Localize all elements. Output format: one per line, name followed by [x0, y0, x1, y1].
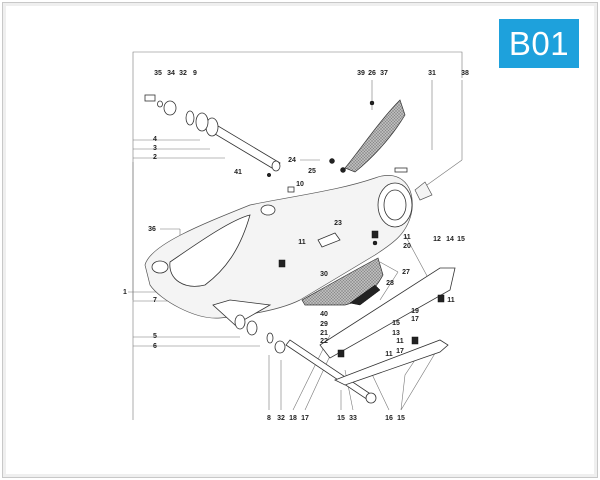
lower-axle-assembly: [234, 314, 377, 404]
callout-5: 5: [153, 333, 157, 340]
callout-2: 2: [153, 154, 157, 161]
callout-27: 27: [402, 269, 410, 276]
callout-17: 17: [411, 316, 419, 323]
callout-1: 1: [123, 289, 127, 296]
pivot-shaft-assembly: [144, 94, 281, 172]
callout-26: 26: [368, 70, 376, 77]
callout-21: 21: [320, 330, 328, 337]
callout-28: 28: [386, 280, 394, 287]
callout-11: 11: [385, 351, 393, 358]
callout-29: 29: [320, 321, 328, 328]
callout-17: 17: [301, 415, 309, 422]
callout-13: 13: [392, 330, 400, 337]
callout-15: 15: [457, 236, 465, 243]
callout-33: 33: [349, 415, 357, 422]
swingarm-body: [144, 175, 413, 326]
callout-4: 4: [153, 136, 157, 143]
callout-11: 11: [396, 338, 404, 345]
callout-10: 10: [296, 181, 304, 188]
callout-24: 24: [288, 157, 296, 164]
assembly-outline-lines: [128, 51, 463, 420]
callout-38: 38: [461, 70, 469, 77]
callout-19: 19: [411, 308, 419, 315]
callout-11: 11: [298, 239, 306, 246]
callout-30: 30: [320, 271, 328, 278]
callout-14: 14: [446, 236, 454, 243]
callout-11: 11: [447, 297, 455, 304]
callout-12: 12: [433, 236, 441, 243]
callout-3: 3: [153, 145, 157, 152]
chain-guard: [301, 99, 456, 386]
callout-20: 20: [403, 243, 411, 250]
callout-7: 7: [153, 297, 157, 304]
callout-11: 11: [403, 234, 411, 241]
callout-32: 32: [277, 415, 285, 422]
section-badge: B01: [499, 19, 579, 68]
callout-41: 41: [234, 169, 242, 176]
callout-15: 15: [397, 415, 405, 422]
callout-8: 8: [267, 415, 271, 422]
fasteners: [266, 100, 445, 358]
callout-25: 25: [308, 168, 316, 175]
callout-32: 32: [179, 70, 187, 77]
callout-36: 36: [148, 226, 156, 233]
callout-17: 17: [396, 348, 404, 355]
callout-31: 31: [428, 70, 436, 77]
callout-40: 40: [320, 311, 328, 318]
callout-39: 39: [357, 70, 365, 77]
callout-35: 35: [154, 70, 162, 77]
callout-37: 37: [380, 70, 388, 77]
callout-9: 9: [193, 70, 197, 77]
callout-18: 18: [289, 415, 297, 422]
callout-34: 34: [167, 70, 175, 77]
callout-22: 22: [320, 338, 328, 345]
callout-15: 15: [392, 320, 400, 327]
callout-16: 16: [385, 415, 393, 422]
callout-15: 15: [337, 415, 345, 422]
callout-23: 23: [334, 220, 342, 227]
callout-6: 6: [153, 343, 157, 350]
